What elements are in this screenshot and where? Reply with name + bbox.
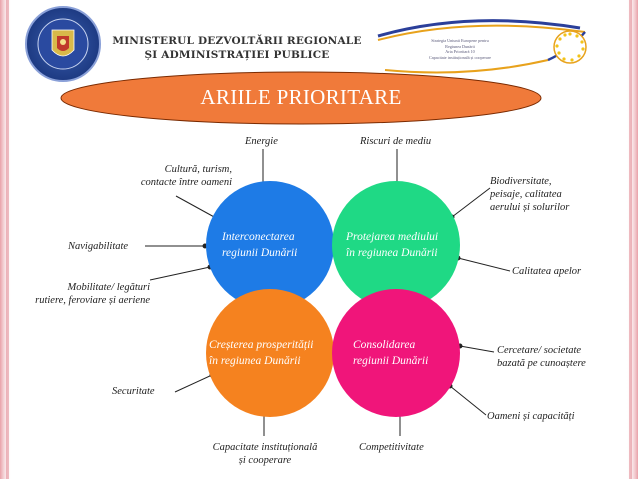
- label-cultura-line-2: contacte între oameni: [140, 177, 232, 188]
- label-mobilitate: Mobilitate/ legături rutiere, feroviare …: [30, 281, 150, 307]
- circle-3-line-2: în regiunea Dunării: [209, 355, 301, 367]
- label-mobilitate-line-1: Mobilitate/ legături: [67, 282, 150, 293]
- strategy-line-4: Capacitate instituțională și cooperare: [429, 54, 491, 60]
- circle-4-line-2: regiunii Dunării: [353, 355, 429, 367]
- label-calitatea-apelor: Calitatea apelor: [512, 266, 582, 277]
- label-securitate: Securitate: [112, 386, 155, 397]
- label-cultura-line-1: Cultură, turism,: [164, 164, 232, 175]
- circle-4-line-1: Consolidarea: [353, 339, 416, 351]
- label-oameni-si-capacitati: Oameni și capacități: [487, 411, 575, 422]
- circle-cresterea-prosperitatii: [206, 289, 334, 417]
- label-capacitate-line-2: și cooperare: [238, 455, 292, 466]
- label-cultura: Cultură, turism, contacte între oameni: [96, 163, 232, 189]
- left-border-line: [6, 0, 9, 479]
- label-cercetare: Cercetare/ societate bazată pe cunoașter…: [497, 344, 586, 370]
- eu-strategy-logo: [377, 19, 587, 74]
- circle-2-line-2: în regiunea Dunării: [346, 247, 438, 259]
- circle-protejarea-mediului: [332, 181, 460, 309]
- circle-label-interconectarea: Interconectarea regiunii Dunării: [222, 229, 297, 261]
- circle-1-line-1: Interconectarea: [222, 231, 295, 243]
- label-cercetare-line-2: bazată pe cunoaștere: [497, 358, 586, 369]
- circle-interconectarea: [206, 181, 334, 309]
- ministry-title: MINISTERUL DEZVOLTĂRII REGIONALE ȘI ADMI…: [107, 34, 367, 62]
- label-navigabilitate: Navigabilitate: [68, 241, 129, 252]
- strategy-line-2: Regiunea Dunării: [445, 43, 475, 49]
- left-border-decoration: [0, 0, 12, 479]
- circle-2-line-1: Protejarea mediului: [346, 231, 439, 243]
- connector-lines: [145, 149, 511, 436]
- circle-label-protejarea: Protejarea mediului în regiunea Dunării: [346, 229, 438, 261]
- label-riscuri-de-mediu: Riscuri de mediu: [360, 136, 432, 147]
- label-cercetare-line-1: Cercetare/ societate: [497, 345, 582, 356]
- circle-label-cresterea: Creșterea prosperității în regiunea Dună…: [209, 337, 313, 369]
- ministry-line-2: ȘI ADMINISTRAȚIEI PUBLICE: [144, 49, 330, 61]
- strategy-caption: Strategia Uniunii Europene pentru Regiun…: [395, 38, 525, 60]
- label-competitivitate: Competitivitate: [359, 442, 424, 453]
- circle-3-line-1: Creșterea prosperității: [209, 339, 314, 351]
- label-biodiversitate-line-2: peisaje, calitatea: [490, 189, 562, 200]
- strategy-line-1: Strategia Uniunii Europene pentru: [431, 38, 489, 43]
- right-border-decoration: [626, 0, 638, 479]
- ministry-line-1: MINISTERUL DEZVOLTĂRII REGIONALE: [112, 35, 362, 47]
- label-biodiversitate-line-1: Biodiversitate,: [490, 176, 552, 187]
- label-capacitate-line-1: Capacitate instituțională: [212, 442, 318, 453]
- label-mobilitate-line-2: rutiere, feroviare și aeriene: [35, 295, 150, 306]
- government-seal-logo: [25, 6, 101, 82]
- label-biodiversitate: Biodiversitate, peisaje, calitatea aerul…: [490, 175, 569, 214]
- banner-ellipse: [60, 71, 542, 125]
- right-border-line: [629, 0, 632, 479]
- circle-1-line-2: regiunii Dunării: [222, 247, 298, 259]
- circle-consolidarea: [332, 289, 460, 417]
- banner-title: ARIILE PRIORITARE: [200, 85, 402, 109]
- label-capacitate: Capacitate instituțională și cooperare: [190, 441, 340, 467]
- circle-label-consolidarea: Consolidarea regiunii Dunării: [353, 337, 428, 369]
- label-energie: Energie: [245, 136, 278, 147]
- strategy-line-3: Aria Prioritară 10: [445, 49, 475, 55]
- label-biodiversitate-line-3: aerului și solurilor: [490, 202, 570, 213]
